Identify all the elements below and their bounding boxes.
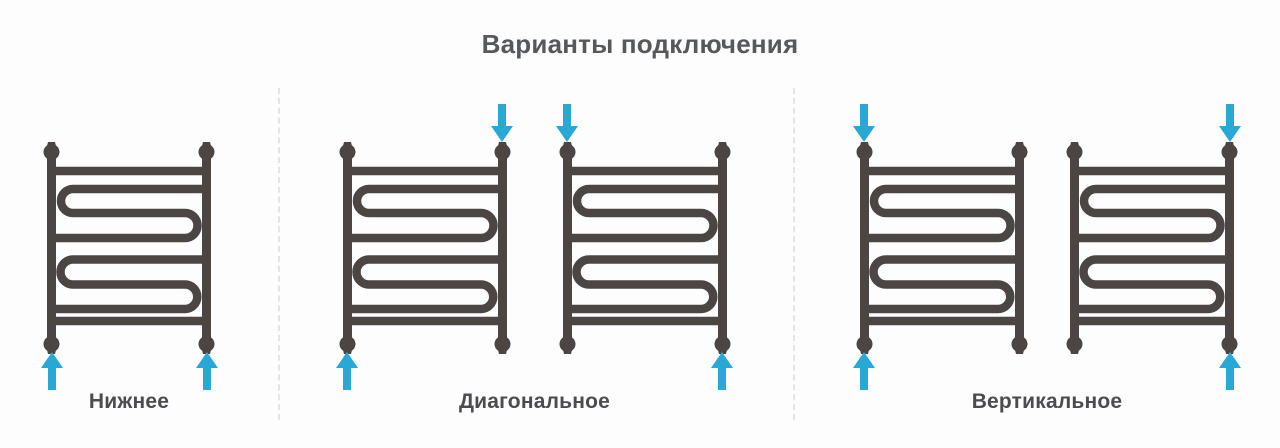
group-label-vertical-connection: Вертикальное — [971, 390, 1123, 413]
towel-rail-diagram — [559, 142, 731, 354]
towel-rail-diagram — [43, 142, 215, 354]
flow-arrow-up-icon — [195, 352, 218, 390]
flow-arrow-up-icon — [40, 352, 63, 390]
towel-rail-diagram — [856, 142, 1028, 354]
upper-coil — [864, 184, 1019, 243]
upper-coil — [51, 184, 207, 243]
towel-rail-diagram — [339, 142, 511, 354]
flow-arrow-down-icon — [1218, 104, 1241, 142]
flow-arrow-down-icon — [491, 104, 513, 142]
upper-coil — [347, 184, 502, 243]
group-label-diagonal-connection: Диагональное — [458, 390, 611, 413]
group-divider — [278, 88, 280, 420]
lower-coil — [51, 255, 207, 314]
flow-arrow-down-icon — [556, 104, 578, 142]
group-label-bottom-connection: Нижнее — [88, 390, 170, 413]
flow-arrow-up-icon — [711, 352, 733, 390]
lower-coil — [567, 255, 722, 314]
lower-coil — [347, 255, 502, 314]
flow-arrow-up-icon — [336, 352, 358, 390]
lower-coil — [864, 255, 1019, 314]
upper-coil — [1074, 184, 1230, 243]
towel-rail-diagram — [1066, 142, 1238, 354]
flow-arrow-up-icon — [853, 352, 875, 390]
flow-arrow-down-icon — [853, 104, 875, 142]
flow-arrow-up-icon — [1218, 352, 1241, 390]
lower-coil — [1074, 255, 1230, 314]
upper-coil — [567, 184, 722, 243]
group-divider — [793, 88, 795, 420]
page-title: Варианты подключения — [481, 29, 799, 59]
